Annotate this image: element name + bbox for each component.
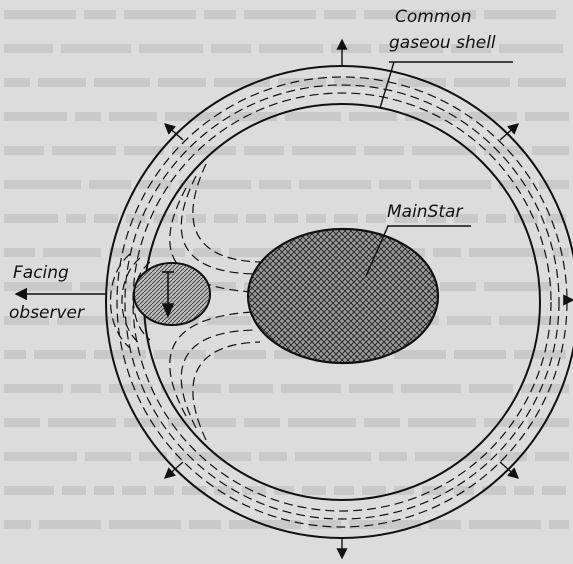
main-star-hatching [249, 230, 437, 362]
facing-label-line1: Facing [13, 263, 69, 283]
shell-label-line2: gaseou shell [389, 33, 496, 53]
main-star-label: MainStar [387, 202, 463, 222]
facing-label-line2: observer [9, 303, 85, 323]
shell-label-line1: Common [395, 7, 472, 27]
radial-arrow-lower-left [165, 462, 183, 478]
companion-star-hatching [135, 264, 209, 324]
radial-arrow-upper-right [500, 124, 518, 140]
